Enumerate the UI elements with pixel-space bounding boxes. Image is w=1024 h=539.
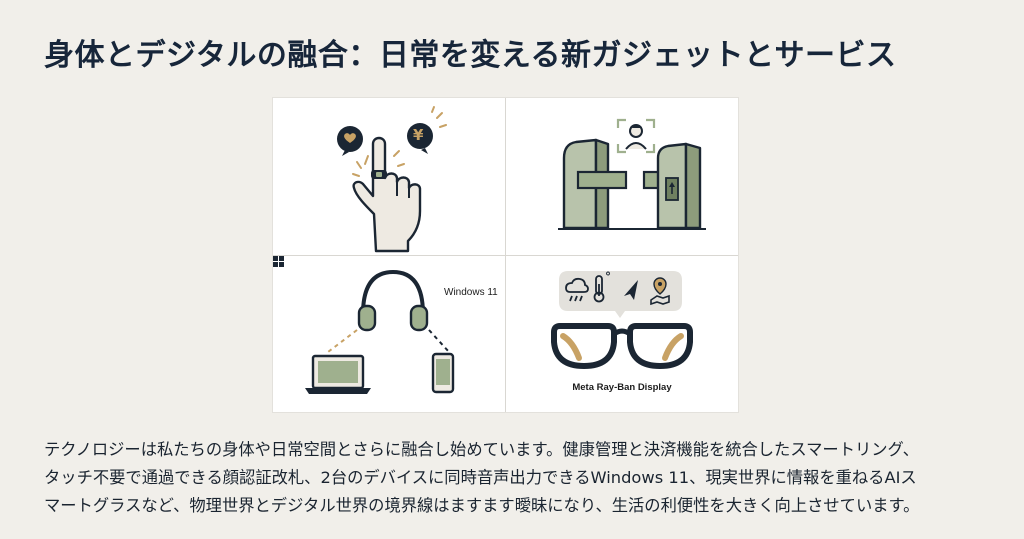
degree-symbol: °	[605, 270, 611, 284]
illustration-grid: °	[272, 97, 739, 413]
navigation-arrow-icon	[624, 280, 638, 300]
smart-glasses-panel: Meta Ray-Ban Display °	[506, 256, 738, 412]
face-gate-panel	[506, 98, 738, 255]
hand-icon	[352, 136, 422, 253]
laptop-icon	[305, 354, 371, 394]
yen-icon: °	[407, 123, 433, 154]
thermometer-icon	[593, 275, 605, 303]
meta-ray-ban-label: Meta Ray-Ban Display	[572, 382, 672, 393]
windows-11-label: Windows 11	[444, 287, 498, 298]
smartphone-icon	[431, 352, 455, 394]
page-title: 身体とデジタルの融合：日常を変える新ガジェットとサービス	[44, 38, 897, 73]
ticket-gate-icon	[558, 138, 706, 230]
heart-icon	[337, 126, 363, 156]
description-paragraph: テクノロジーは私たちの身体や日常空間とさらに融合し始めています。健康管理と決済機…	[44, 436, 994, 520]
grid-divider-horizontal	[273, 255, 738, 256]
paragraph-line: マートグラスなど、物理世界とデジタル世界の境界線はますます曖昧になり、生活の利便…	[44, 496, 920, 515]
face-scan-icon	[616, 118, 656, 154]
headphones-icon	[357, 269, 429, 332]
rain-cloud-icon	[565, 277, 589, 302]
yen-symbol: ¥	[413, 126, 424, 144]
paragraph-line: テクノロジーは私たちの身体や日常空間とさらに融合し始めています。健康管理と決済機…	[44, 440, 919, 459]
glasses-icon	[551, 323, 693, 369]
map-pin-icon	[650, 277, 670, 306]
smart-ring-panel: °	[273, 98, 505, 255]
paragraph-line: タッチ不要で通過できる顔認証改札、2台のデバイスに同時音声出力できるWindow…	[44, 468, 917, 487]
windows-logo-icon	[273, 256, 284, 267]
dual-audio-panel: Windows 11	[273, 256, 505, 412]
ring-icon	[371, 170, 387, 179]
